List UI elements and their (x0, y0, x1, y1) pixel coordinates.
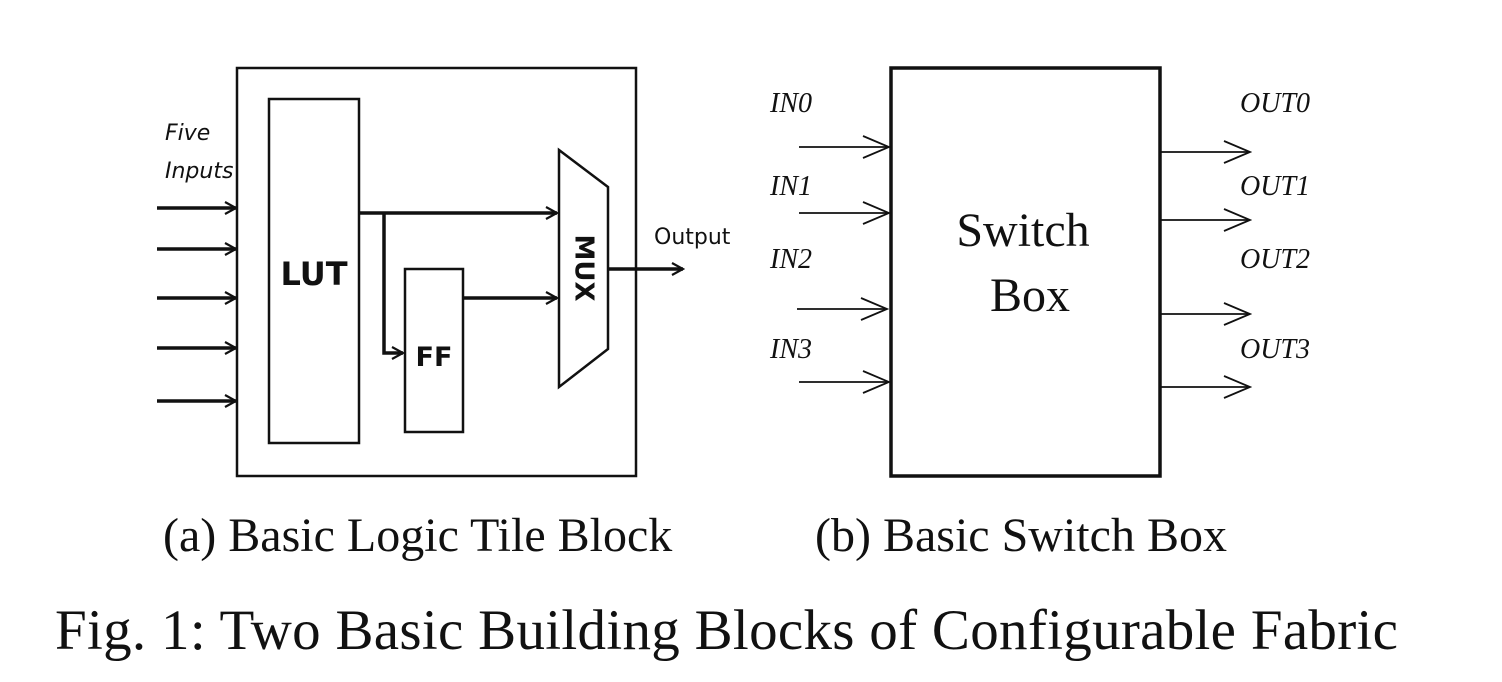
mux-label: MUX (569, 234, 599, 301)
output-label: Output (654, 225, 731, 250)
output-label-out3: OUT3 (1240, 334, 1310, 365)
switch-box-label: Switch (956, 204, 1089, 257)
input-label-in0: IN0 (769, 88, 812, 119)
five-inputs-label: Five (165, 121, 210, 146)
input-label-in1: IN1 (769, 171, 812, 202)
input-label-in3: IN3 (769, 334, 812, 365)
lut-label: LUT (280, 255, 347, 293)
ff-block (403, 267, 465, 434)
switch-box-label-line2: Box (990, 269, 1070, 322)
figure-caption: Fig. 1: Two Basic Building Blocks of Con… (55, 599, 1399, 662)
logic-tile-outer-box (235, 66, 638, 478)
switch-box-block (889, 66, 1162, 478)
output-label-out2: OUT2 (1240, 244, 1310, 275)
ff-label: FF (416, 342, 453, 373)
input-label-in2: IN2 (769, 244, 812, 275)
mux-block (557, 147, 610, 390)
five-inputs-label-line2: Inputs (165, 159, 233, 184)
output-label-out1: OUT1 (1240, 171, 1310, 202)
subcaption-a: (a) Basic Logic Tile Block (163, 509, 673, 562)
logic-tile-panel: Five Inputs LUT FF MUX Output (157, 66, 731, 478)
switch-box-panel: Switch Box IN0 IN1 IN2 IN3 OUT0 OUT1 OUT… (769, 66, 1310, 478)
subcaption-b: (b) Basic Switch Box (815, 509, 1227, 562)
lut-block (267, 97, 361, 445)
lut-to-ff-wire (382, 213, 403, 353)
output-label-out0: OUT0 (1240, 88, 1310, 119)
